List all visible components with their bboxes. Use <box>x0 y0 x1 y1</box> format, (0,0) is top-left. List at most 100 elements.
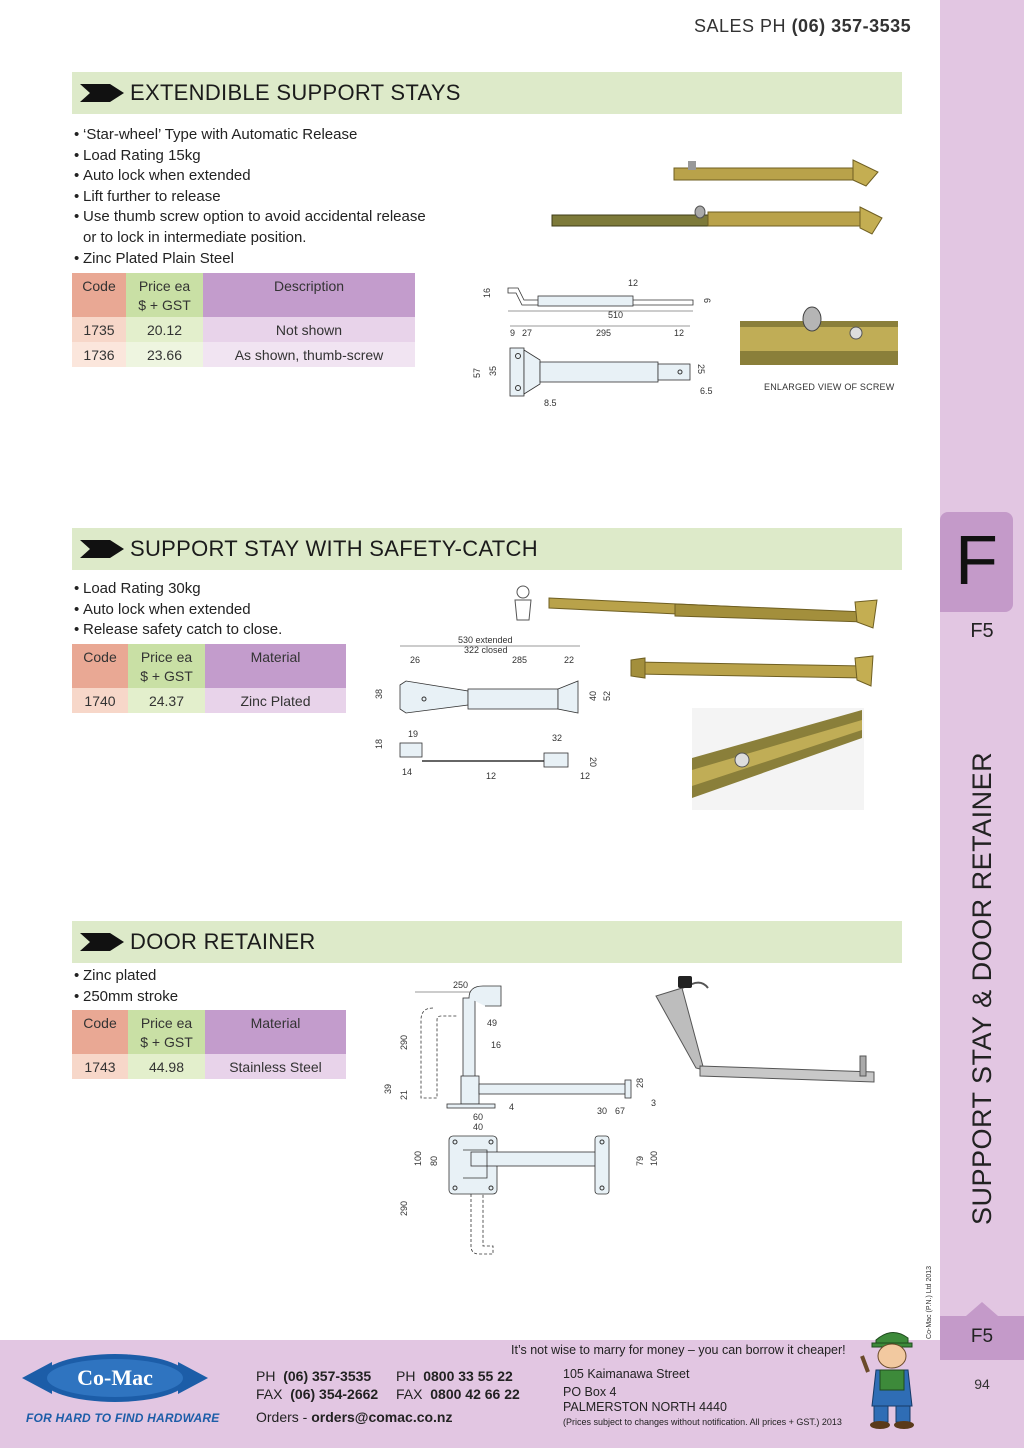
col-header-material: Material <box>205 644 346 688</box>
list-item: 250mm stroke <box>74 987 178 1008</box>
footer-quote: It’s not wise to marry for money – you c… <box>511 1343 846 1357</box>
feature-list: Zinc plated 250mm stroke <box>74 966 178 1007</box>
section-header-extendible: EXTENDIBLE SUPPORT STAYS <box>72 72 902 114</box>
svg-text:8.5: 8.5 <box>544 398 557 408</box>
svg-text:16: 16 <box>482 288 492 298</box>
svg-text:295: 295 <box>596 328 611 338</box>
cell-code: 1743 <box>72 1054 128 1079</box>
footer-fineprint: (Prices subject to changes without notif… <box>563 1417 842 1427</box>
cell-description: Not shown <box>203 317 415 342</box>
svg-text:22: 22 <box>564 655 574 665</box>
cell-price: 44.98 <box>128 1054 205 1079</box>
col-header-price: Price ea$ + GST <box>128 1010 205 1054</box>
svg-text:12: 12 <box>674 328 684 338</box>
svg-text:19: 19 <box>408 729 418 739</box>
cell-code: 1735 <box>72 317 126 342</box>
cell-price: 24.37 <box>128 688 205 713</box>
svg-text:290: 290 <box>399 1201 409 1216</box>
support-stay-dimension-drawing: 16 12 6 510 9 27 295 12 57 35 25 8.5 6.5 <box>472 278 713 408</box>
sales-number: (06) 357-3535 <box>791 16 912 36</box>
svg-text:30: 30 <box>597 1106 607 1116</box>
up-arrow-icon <box>966 1302 998 1316</box>
svg-text:530 extended: 530 extended <box>458 635 513 645</box>
svg-text:67: 67 <box>615 1106 625 1116</box>
svg-text:39: 39 <box>383 1084 393 1094</box>
page-number: 94 <box>974 1376 990 1392</box>
section-code-bottom: F5 <box>970 1326 994 1347</box>
footer-phone: PH (06) 357-3535 <box>256 1368 372 1384</box>
list-item: Release safety catch to close. <box>74 620 282 641</box>
section-title: EXTENDIBLE SUPPORT STAYS <box>130 80 461 105</box>
section-header-door-retainer: DOOR RETAINER <box>72 921 902 963</box>
section-letter-tab <box>940 512 1013 612</box>
col-header-description: Description <box>203 273 415 317</box>
feature-list: Load Rating 30kg Auto lock when extended… <box>74 579 282 641</box>
footer-freephone: PH 0800 33 55 22 <box>396 1368 513 1384</box>
cell-code: 1740 <box>72 688 128 713</box>
col-header-code: Code <box>72 644 128 688</box>
svg-text:100: 100 <box>649 1151 659 1166</box>
list-item: Load Rating 15kg <box>74 146 426 167</box>
orders-email-link[interactable]: orders@comac.co.nz <box>311 1409 453 1425</box>
vertical-section-title: SUPPORT STAY & DOOR RETAINER <box>967 751 997 1225</box>
svg-text:290: 290 <box>399 1035 409 1050</box>
col-header-material: Material <box>205 1010 346 1054</box>
section-letter: F <box>955 521 998 599</box>
side-band <box>940 0 1024 1448</box>
door-retainer-dimension-drawing: 250 49 16 290 39 21 28 3 4 30 67 60 40 1… <box>383 980 659 1255</box>
svg-text:49: 49 <box>487 1018 497 1028</box>
feature-list: ‘Star-wheel’ Type with Automatic Release… <box>74 125 426 269</box>
svg-text:12: 12 <box>580 771 590 781</box>
footer-freefax: FAX 0800 42 66 22 <box>396 1386 520 1402</box>
screw-closeup-photo <box>740 306 898 365</box>
arrow-icon <box>80 540 124 558</box>
svg-text:14: 14 <box>402 767 412 777</box>
svg-text:38: 38 <box>374 689 384 699</box>
svg-text:60: 60 <box>473 1112 483 1122</box>
list-item: Auto lock when extended <box>74 600 282 621</box>
safety-catch-stay-photo <box>514 585 878 687</box>
svg-text:26: 26 <box>410 655 420 665</box>
address-line: PO Box 4 <box>563 1385 617 1399</box>
section-title: SUPPORT STAY WITH SAFETY-CATCH <box>130 536 538 561</box>
sales-phone: SALES PH (06) 357-3535 <box>694 16 911 37</box>
cell-price: 23.66 <box>126 342 203 367</box>
svg-text:322 closed: 322 closed <box>464 645 508 655</box>
address-line: 105 Kaimanawa Street <box>563 1367 690 1381</box>
svg-text:57: 57 <box>472 368 482 378</box>
col-header-price: Price ea$ + GST <box>128 644 205 688</box>
svg-text:4: 4 <box>509 1102 514 1112</box>
list-item: Lift further to release <box>74 187 426 208</box>
arrow-icon <box>80 933 124 951</box>
svg-text:16: 16 <box>491 1040 501 1050</box>
svg-text:28: 28 <box>635 1078 645 1088</box>
svg-text:32: 32 <box>552 733 562 743</box>
mascot-handyman-icon <box>860 1332 914 1429</box>
safety-catch-closeup-photo <box>692 708 864 810</box>
col-header-code: Code <box>72 273 126 317</box>
section-code-bottom-tab <box>940 1316 1024 1360</box>
price-table: Code Price ea$ + GST Description 1735 20… <box>72 273 415 367</box>
comac-logo-icon: Co-Mac <box>22 1354 208 1402</box>
svg-text:35: 35 <box>488 366 498 376</box>
svg-text:18: 18 <box>374 739 384 749</box>
list-item: Zinc plated <box>74 966 178 987</box>
svg-text:3: 3 <box>651 1098 656 1108</box>
safety-catch-dimension-drawing: 530 extended 322 closed 26 285 22 38 40 … <box>374 635 612 781</box>
list-item: Auto lock when extended <box>74 166 426 187</box>
svg-text:21: 21 <box>399 1090 409 1100</box>
cell-price: 20.12 <box>126 317 203 342</box>
footer-fax: FAX (06) 354-2662 <box>256 1386 379 1402</box>
section-code-top: F5 <box>970 620 994 642</box>
svg-text:12: 12 <box>628 278 638 288</box>
svg-text:27: 27 <box>522 328 532 338</box>
section-header-safety-catch: SUPPORT STAY WITH SAFETY-CATCH <box>72 528 902 570</box>
list-item: Use thumb screw option to avoid accident… <box>74 207 426 228</box>
arrow-icon <box>80 84 124 102</box>
door-retainer-photo <box>655 976 875 1083</box>
svg-text:285: 285 <box>512 655 527 665</box>
col-header-price: Price ea$ + GST <box>126 273 203 317</box>
svg-text:250: 250 <box>453 980 468 990</box>
price-table: Code Price ea$ + GST Material 1743 44.98… <box>72 1010 346 1079</box>
sales-label: SALES PH <box>694 16 787 36</box>
